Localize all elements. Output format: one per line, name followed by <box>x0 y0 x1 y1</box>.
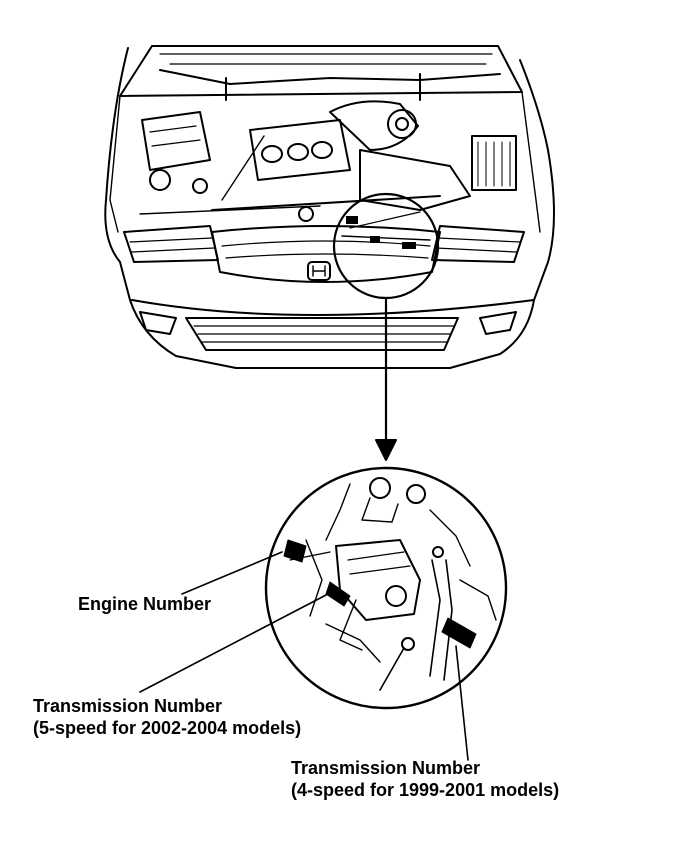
transmission-4speed-line2: (4-speed for 1999-2001 models) <box>291 780 560 800</box>
engine-number-text: Engine Number <box>78 594 212 614</box>
engine-number-label: Engine Number <box>78 593 211 615</box>
zoom-callout-circle <box>332 192 440 300</box>
transmission-5speed-line2: (5-speed for 2002-2004 models) <box>33 718 302 738</box>
transmission-4speed-line1: Transmission Number <box>291 758 481 778</box>
callout-markers <box>346 216 416 249</box>
zoom-arrow-icon <box>375 439 397 461</box>
transmission-5speed-plate <box>325 581 351 607</box>
transmission-5speed-line1: Transmission Number <box>33 696 223 716</box>
number-plates <box>283 539 477 649</box>
transmission-4speed-leader <box>455 645 469 761</box>
transmission-4speed-label: Transmission Number (4-speed for 1999-20… <box>291 757 559 801</box>
engine-number-plate <box>283 539 307 563</box>
vehicle-front-illustration <box>104 45 555 369</box>
transmission-5speed-label: Transmission Number (5-speed for 2002-20… <box>33 695 301 739</box>
transmission-5speed-leader <box>139 593 329 693</box>
detail-magnified-view <box>264 466 508 710</box>
engine-number-leader <box>181 551 283 595</box>
transmission-4speed-plate <box>441 617 477 649</box>
